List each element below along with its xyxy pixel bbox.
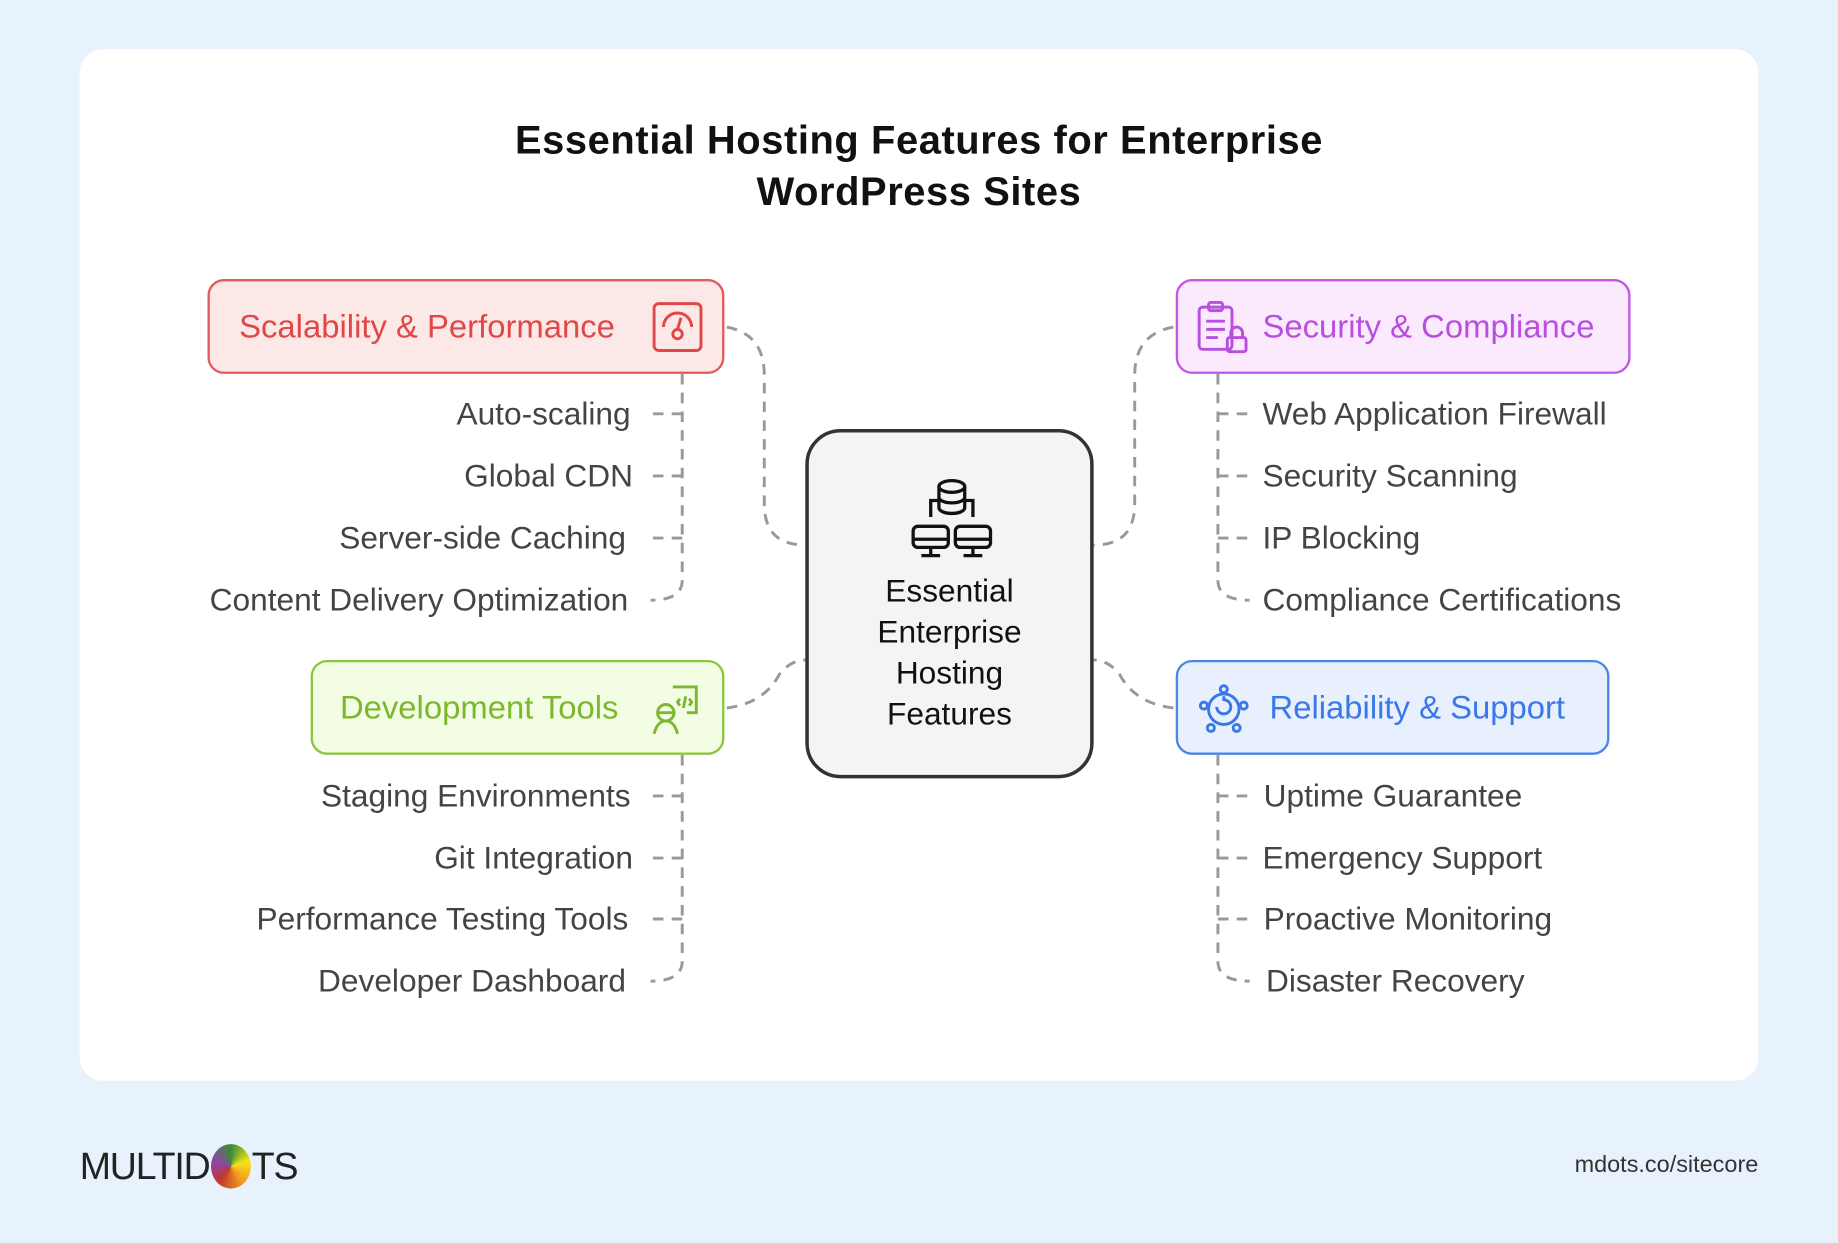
branch-label: Security & Compliance	[1262, 307, 1595, 345]
support-network-icon	[1198, 684, 1249, 733]
logo-text-left: MULTID	[79, 1144, 211, 1187]
list-item: Web Application Firewall	[1262, 396, 1607, 432]
branch-label: Reliability & Support	[1269, 688, 1566, 726]
list-item: Developer Dashboard	[318, 963, 626, 999]
branch-development-tools: Development Tools	[310, 659, 725, 755]
title-line-2: WordPress Sites	[756, 169, 1082, 215]
clipboard-lock-icon	[1197, 300, 1248, 354]
list-item: Auto-scaling	[456, 396, 631, 432]
list-item: IP Blocking	[1262, 520, 1421, 556]
footer-url: mdots.co/sitecore	[1574, 1152, 1759, 1179]
logo-dot-icon	[210, 1144, 251, 1189]
list-item: Disaster Recovery	[1265, 963, 1525, 999]
center-line: Enterprise	[877, 614, 1022, 650]
list-item: Staging Environments	[320, 778, 631, 814]
branch-reliability-support: Reliability & Support	[1175, 659, 1610, 755]
server-network-icon	[911, 478, 993, 558]
list-item: Performance Testing Tools	[256, 901, 629, 937]
branch-label: Scalability & Performance	[239, 307, 615, 345]
diagram-title: Essential Hosting Features for Enterpris…	[0, 115, 1838, 218]
speedometer-icon	[652, 302, 703, 352]
title-line-1: Essential Hosting Features for Enterpris…	[514, 118, 1324, 163]
list-item: Global CDN	[464, 458, 633, 494]
developer-code-icon	[652, 685, 698, 735]
list-item: Content Delivery Optimization	[209, 582, 629, 618]
list-item: Proactive Monitoring	[1263, 901, 1553, 937]
list-item: Server-side Caching	[339, 520, 626, 556]
branch-scalability-performance: Scalability & Performance	[207, 278, 725, 374]
center-line: Features	[887, 696, 1012, 732]
center-line: Hosting	[895, 655, 1004, 691]
central-node: Essential Enterprise Hosting Features	[805, 429, 1094, 779]
center-line: Essential	[885, 573, 1014, 609]
branch-security-compliance: Security & Compliance	[1175, 278, 1631, 374]
list-item: Git Integration	[434, 840, 633, 876]
branch-label: Development Tools	[339, 688, 619, 726]
list-item: Compliance Certifications	[1262, 582, 1622, 618]
list-item: Security Scanning	[1262, 458, 1518, 494]
list-item: Emergency Support	[1262, 840, 1543, 876]
logo-text-right: TS	[251, 1144, 299, 1187]
multidots-logo: MULTID TS	[80, 1144, 298, 1189]
list-item: Uptime Guarantee	[1263, 778, 1523, 814]
